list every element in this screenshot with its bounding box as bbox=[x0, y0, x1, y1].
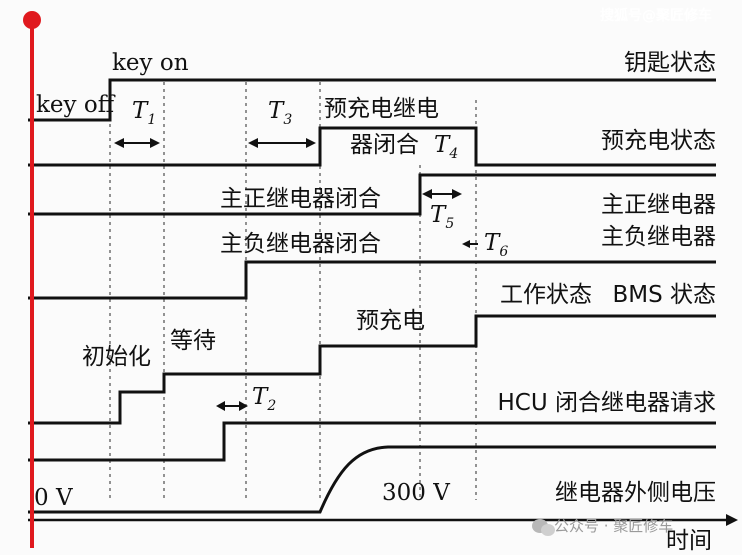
signal-name-hcu-request: HCU 闭合继电器请求 bbox=[498, 390, 717, 416]
t4-label: T4 bbox=[434, 132, 458, 162]
signal-name-bms-state: BMS 状态 bbox=[612, 282, 716, 308]
t2-label: T2 bbox=[252, 384, 276, 414]
precharge-label: 预充电 bbox=[356, 308, 425, 334]
t3-arrow bbox=[248, 138, 316, 148]
t5-label: T5 bbox=[430, 202, 454, 232]
signal-name-relay-voltage: 继电器外侧电压 bbox=[555, 480, 716, 506]
hcu-request-signal bbox=[28, 421, 716, 462]
t1-arrow bbox=[114, 138, 160, 148]
relay-voltage-signal bbox=[28, 445, 716, 514]
signal-name-main-pos-relay: 主正继电器 bbox=[601, 192, 716, 218]
signal-name-work-state: 工作状态 bbox=[500, 282, 592, 308]
t6-arrow bbox=[462, 240, 478, 248]
t2-arrow bbox=[216, 401, 248, 411]
key-off-label: key off bbox=[36, 92, 116, 118]
t6-label: T6 bbox=[484, 230, 508, 260]
watermark-bottom: 公众号 · 聚匠修车 bbox=[554, 517, 673, 535]
signal-name-key-state: 钥匙状态 bbox=[624, 50, 716, 76]
wechat-icon bbox=[532, 519, 555, 536]
main-neg-close-label: 主负继电器闭合 bbox=[220, 231, 381, 257]
t1-label: T1 bbox=[132, 98, 156, 128]
time-axis-arrowhead bbox=[726, 514, 738, 526]
init-label: 初始化 bbox=[82, 344, 151, 370]
key-on-label: key on bbox=[112, 50, 189, 76]
precharge-relay-close-label-1: 预充电继电 bbox=[324, 96, 439, 122]
start-marker-dot bbox=[23, 11, 41, 29]
axis-label-time: 时间 bbox=[666, 528, 712, 554]
signal-name-precharge-state: 预充电状态 bbox=[601, 128, 716, 154]
signal-name-main-neg-relay: 主负继电器 bbox=[601, 224, 716, 250]
watermark-top: 搜狐号@聚匠修车 bbox=[600, 7, 712, 24]
main-pos-close-label: 主正继电器闭合 bbox=[220, 186, 381, 212]
precharge-relay-close-label-2: 器闭合 bbox=[350, 132, 419, 158]
t3-label: T3 bbox=[268, 98, 292, 128]
key-state-signal bbox=[28, 78, 716, 122]
bms-state-signal bbox=[28, 314, 716, 425]
main-neg-relay-signal bbox=[28, 260, 716, 300]
voltage-0-label: 0 V bbox=[34, 485, 73, 511]
t5-arrow bbox=[422, 189, 462, 199]
wait-label: 等待 bbox=[170, 328, 216, 354]
voltage-300-label: 300 V bbox=[382, 480, 450, 506]
main-pos-relay-signal bbox=[28, 173, 716, 216]
precharge-state-signal bbox=[28, 126, 716, 167]
